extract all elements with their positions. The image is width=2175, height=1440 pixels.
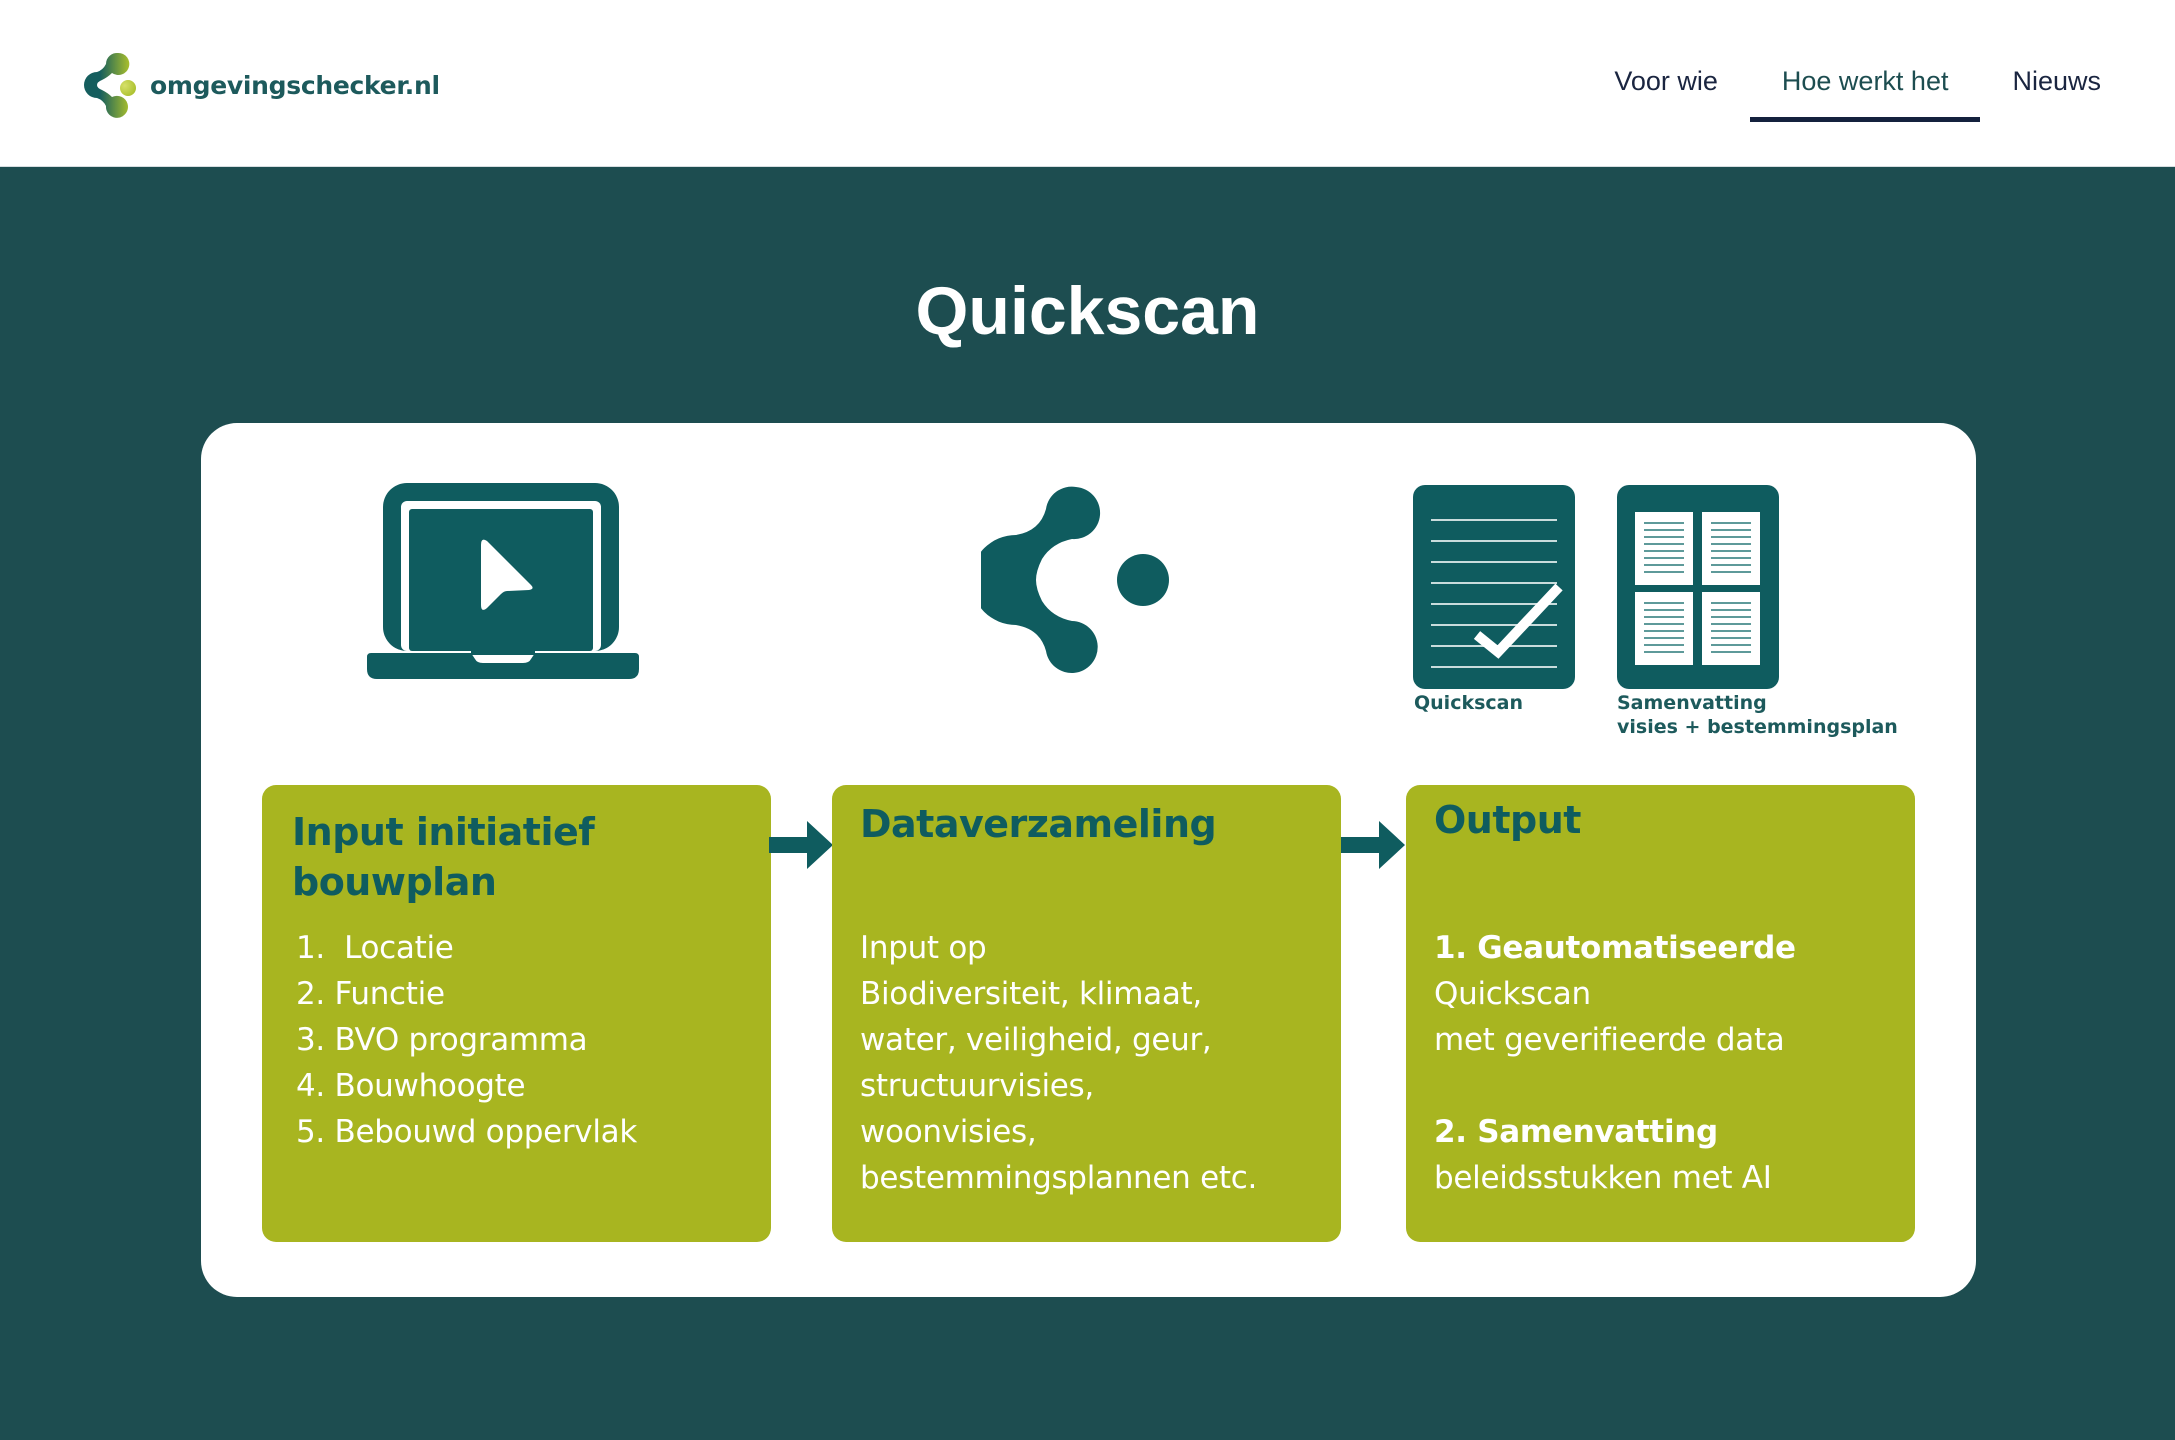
nav-nieuws-label: Nieuws	[2012, 66, 2101, 96]
step-dataverzameling-box: Dataverzameling Input op Biodiversiteit,…	[832, 785, 1341, 1242]
list-item: 3. BVO programma	[296, 1022, 588, 1058]
nav-voor-wie-label: Voor wie	[1614, 66, 1718, 96]
laptop-play-icon	[367, 483, 639, 679]
step-output-box: Output 1. Geautomatiseerde Quickscan met…	[1406, 785, 1915, 1242]
network-nodes-icon	[971, 485, 1171, 675]
omgevingschecker-logo-icon	[84, 52, 136, 118]
list-item: 5. Bebouwd oppervlak	[296, 1114, 637, 1150]
arrow-right-icon	[1341, 821, 1405, 869]
text-line: structuurvisies,	[860, 1068, 1094, 1104]
nav-nieuws[interactable]: Nieuws	[2012, 0, 2101, 122]
caption-samenvatting-line2: visies + bestemmingsplan	[1617, 716, 1898, 738]
nav-active-underline	[1749, 117, 1981, 122]
text-line: met geverifieerde data	[1434, 1022, 1785, 1058]
text-line: water, veiligheid, geur,	[860, 1022, 1212, 1058]
caption-samenvatting-line1: Samenvatting	[1617, 692, 1767, 714]
text-line: bestemmingsplannen etc.	[860, 1160, 1257, 1196]
caption-samenvatting: Samenvatting visies + bestemmingsplan	[1617, 691, 1898, 739]
nav-hoe-werkt-het-label: Hoe werkt het	[1781, 66, 1949, 96]
step-output-title: Output	[1434, 798, 1581, 842]
text-line: Input op	[860, 930, 987, 966]
nav-voor-wie[interactable]: Voor wie	[1614, 0, 1718, 122]
document-check-icon	[1413, 485, 1575, 689]
step-input-title-line2: bouwplan	[292, 860, 497, 904]
text-line: Quickscan	[1434, 976, 1591, 1012]
output-item-2: 2. Samenvatting beleidsstukken met AI	[1434, 1109, 1772, 1201]
logo-text: omgevingschecker.nl	[150, 70, 440, 100]
caption-quickscan: Quickscan	[1414, 692, 1524, 714]
output-item-2-heading: 2. Samenvatting	[1434, 1114, 1718, 1150]
arrow-right-icon	[769, 821, 833, 869]
step-dataverzameling-title: Dataverzameling	[860, 802, 1217, 846]
nav-hoe-werkt-het[interactable]: Hoe werkt het	[1749, 0, 1981, 122]
list-item: 1. Locatie	[296, 930, 454, 966]
list-item: 4. Bouwhoogte	[296, 1068, 526, 1104]
step-input-title: Input initiatief bouwplan	[292, 807, 595, 907]
output-item-1: 1. Geautomatiseerde Quickscan met geveri…	[1434, 925, 1796, 1063]
text-line: Biodiversiteit, klimaat,	[860, 976, 1202, 1012]
document-grid-icon	[1617, 485, 1779, 689]
output-item-1-heading: 1. Geautomatiseerde	[1434, 930, 1796, 966]
step-input-title-line1: Input initiatief	[292, 810, 595, 854]
main-nav: Voor wie Hoe werkt het Nieuws	[1614, 0, 2175, 167]
step-input-box: Input initiatief bouwplan 1. Locatie 2. …	[262, 785, 771, 1242]
logo-link[interactable]: omgevingschecker.nl	[82, 50, 440, 120]
quickscan-diagram-card: Quickscan Samenvatting visies + bestemmi…	[201, 423, 1976, 1297]
list-item: 2. Functie	[296, 976, 445, 1012]
page-title: Quickscan	[915, 273, 1260, 349]
text-line: woonvisies,	[860, 1114, 1037, 1150]
step-dataverzameling-text: Input op Biodiversiteit, klimaat, water,…	[860, 925, 1330, 1201]
site-header: omgevingschecker.nl Voor wie Hoe werkt h…	[0, 0, 2175, 167]
text-line: beleidsstukken met AI	[1434, 1160, 1772, 1196]
step-input-list: 1. Locatie 2. Functie 3. BVO programma 4…	[296, 925, 637, 1155]
